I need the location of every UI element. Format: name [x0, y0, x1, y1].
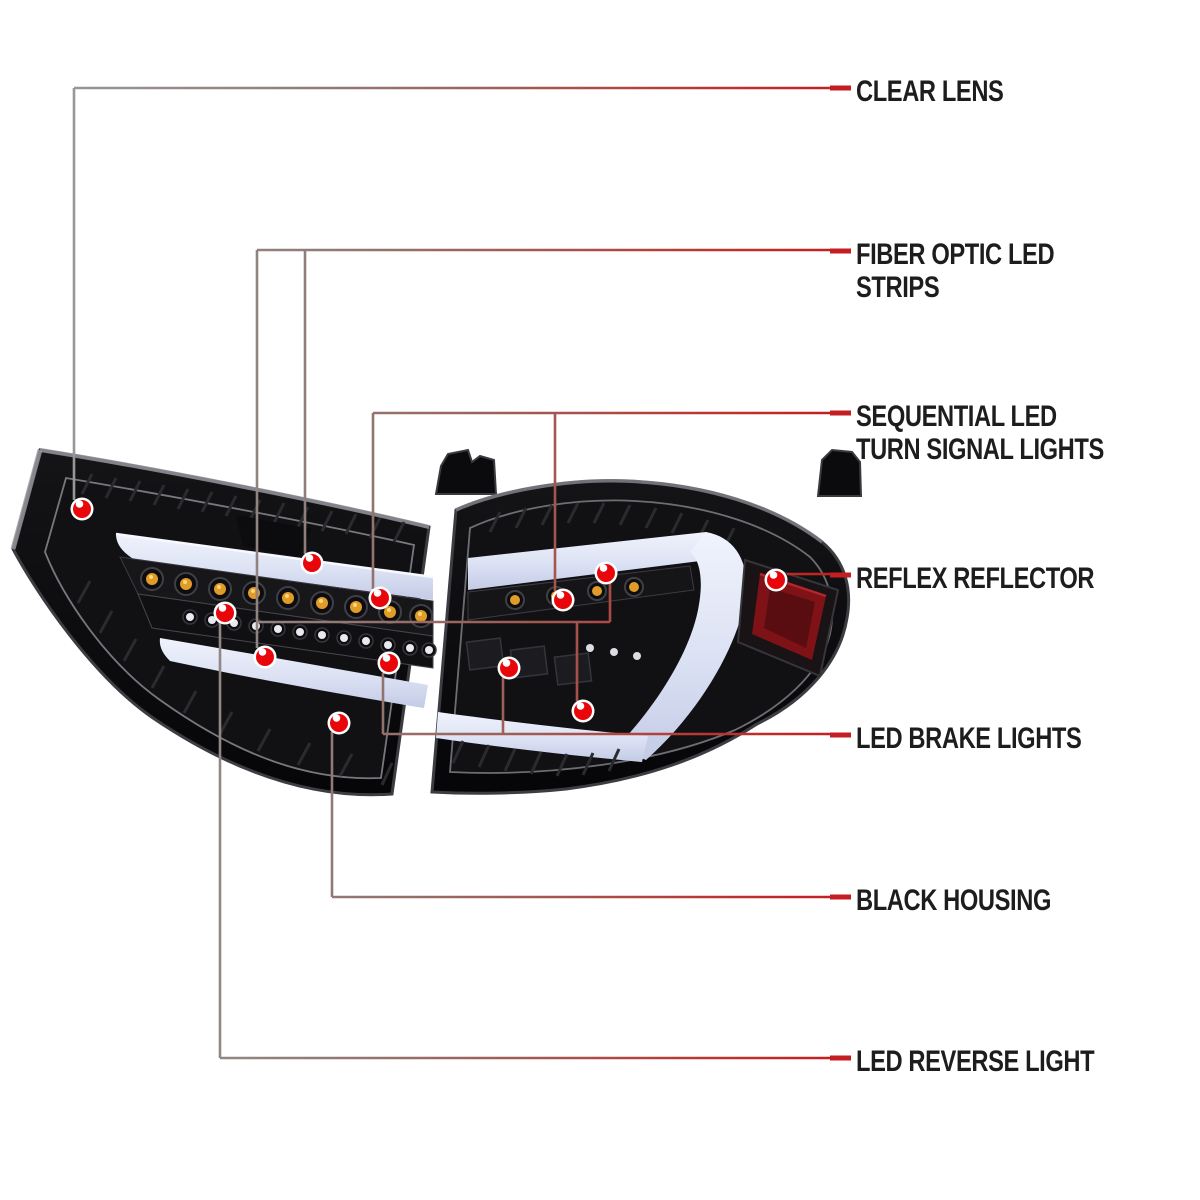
fiber-optic-strip-lower-left: [159, 638, 429, 708]
left-lamp: [10, 448, 437, 797]
callout-label-sequential-led-turn-signal-lights: SEQUENTIAL LED TURN SIGNAL LIGHTS: [856, 400, 1104, 466]
black-housing-tread-right: [451, 740, 621, 777]
reflex-reflector-lens: [736, 558, 840, 678]
callout-label-led-brake-lights: LED BRAKE LIGHTS: [856, 722, 1082, 755]
left-lamp-left-bevel: [10, 449, 43, 550]
left-lamp-notch: [236, 515, 312, 557]
callout-label-clear-lens: CLEAR LENS: [856, 75, 1004, 108]
callout-label-reflex-reflector: REFLEX REFLECTOR: [856, 562, 1095, 595]
fiber-optic-strip-hook-right: [616, 532, 747, 760]
brake-led-zone-right: [465, 637, 641, 686]
callout-label-led-reverse-light: LED REVERSE LIGHT: [856, 1045, 1095, 1078]
right-lamp-mount-tab-left: [434, 448, 498, 495]
fiber-optic-strip-upper-right: [468, 532, 708, 590]
fiber-optic-strip-upper-left-highlight: [115, 532, 434, 579]
fiber-optic-strip-lower-right: [436, 712, 648, 762]
left-lamp-top-bevel: [39, 448, 430, 529]
right-lamp-mount-tab-right: [816, 448, 863, 497]
left-lamp-top-hatch: [80, 473, 406, 543]
right-lamp-top-bevel: [455, 479, 824, 544]
black-housing-tread-left: [76, 580, 394, 786]
callout-label-black-housing: BLACK HOUSING: [856, 884, 1052, 917]
callout-label-fiber-optic-led-strips: FIBER OPTIC LED STRIPS: [856, 238, 1055, 304]
right-lamp: [430, 448, 863, 795]
fiber-optic-strip-upper-left: [116, 534, 433, 600]
